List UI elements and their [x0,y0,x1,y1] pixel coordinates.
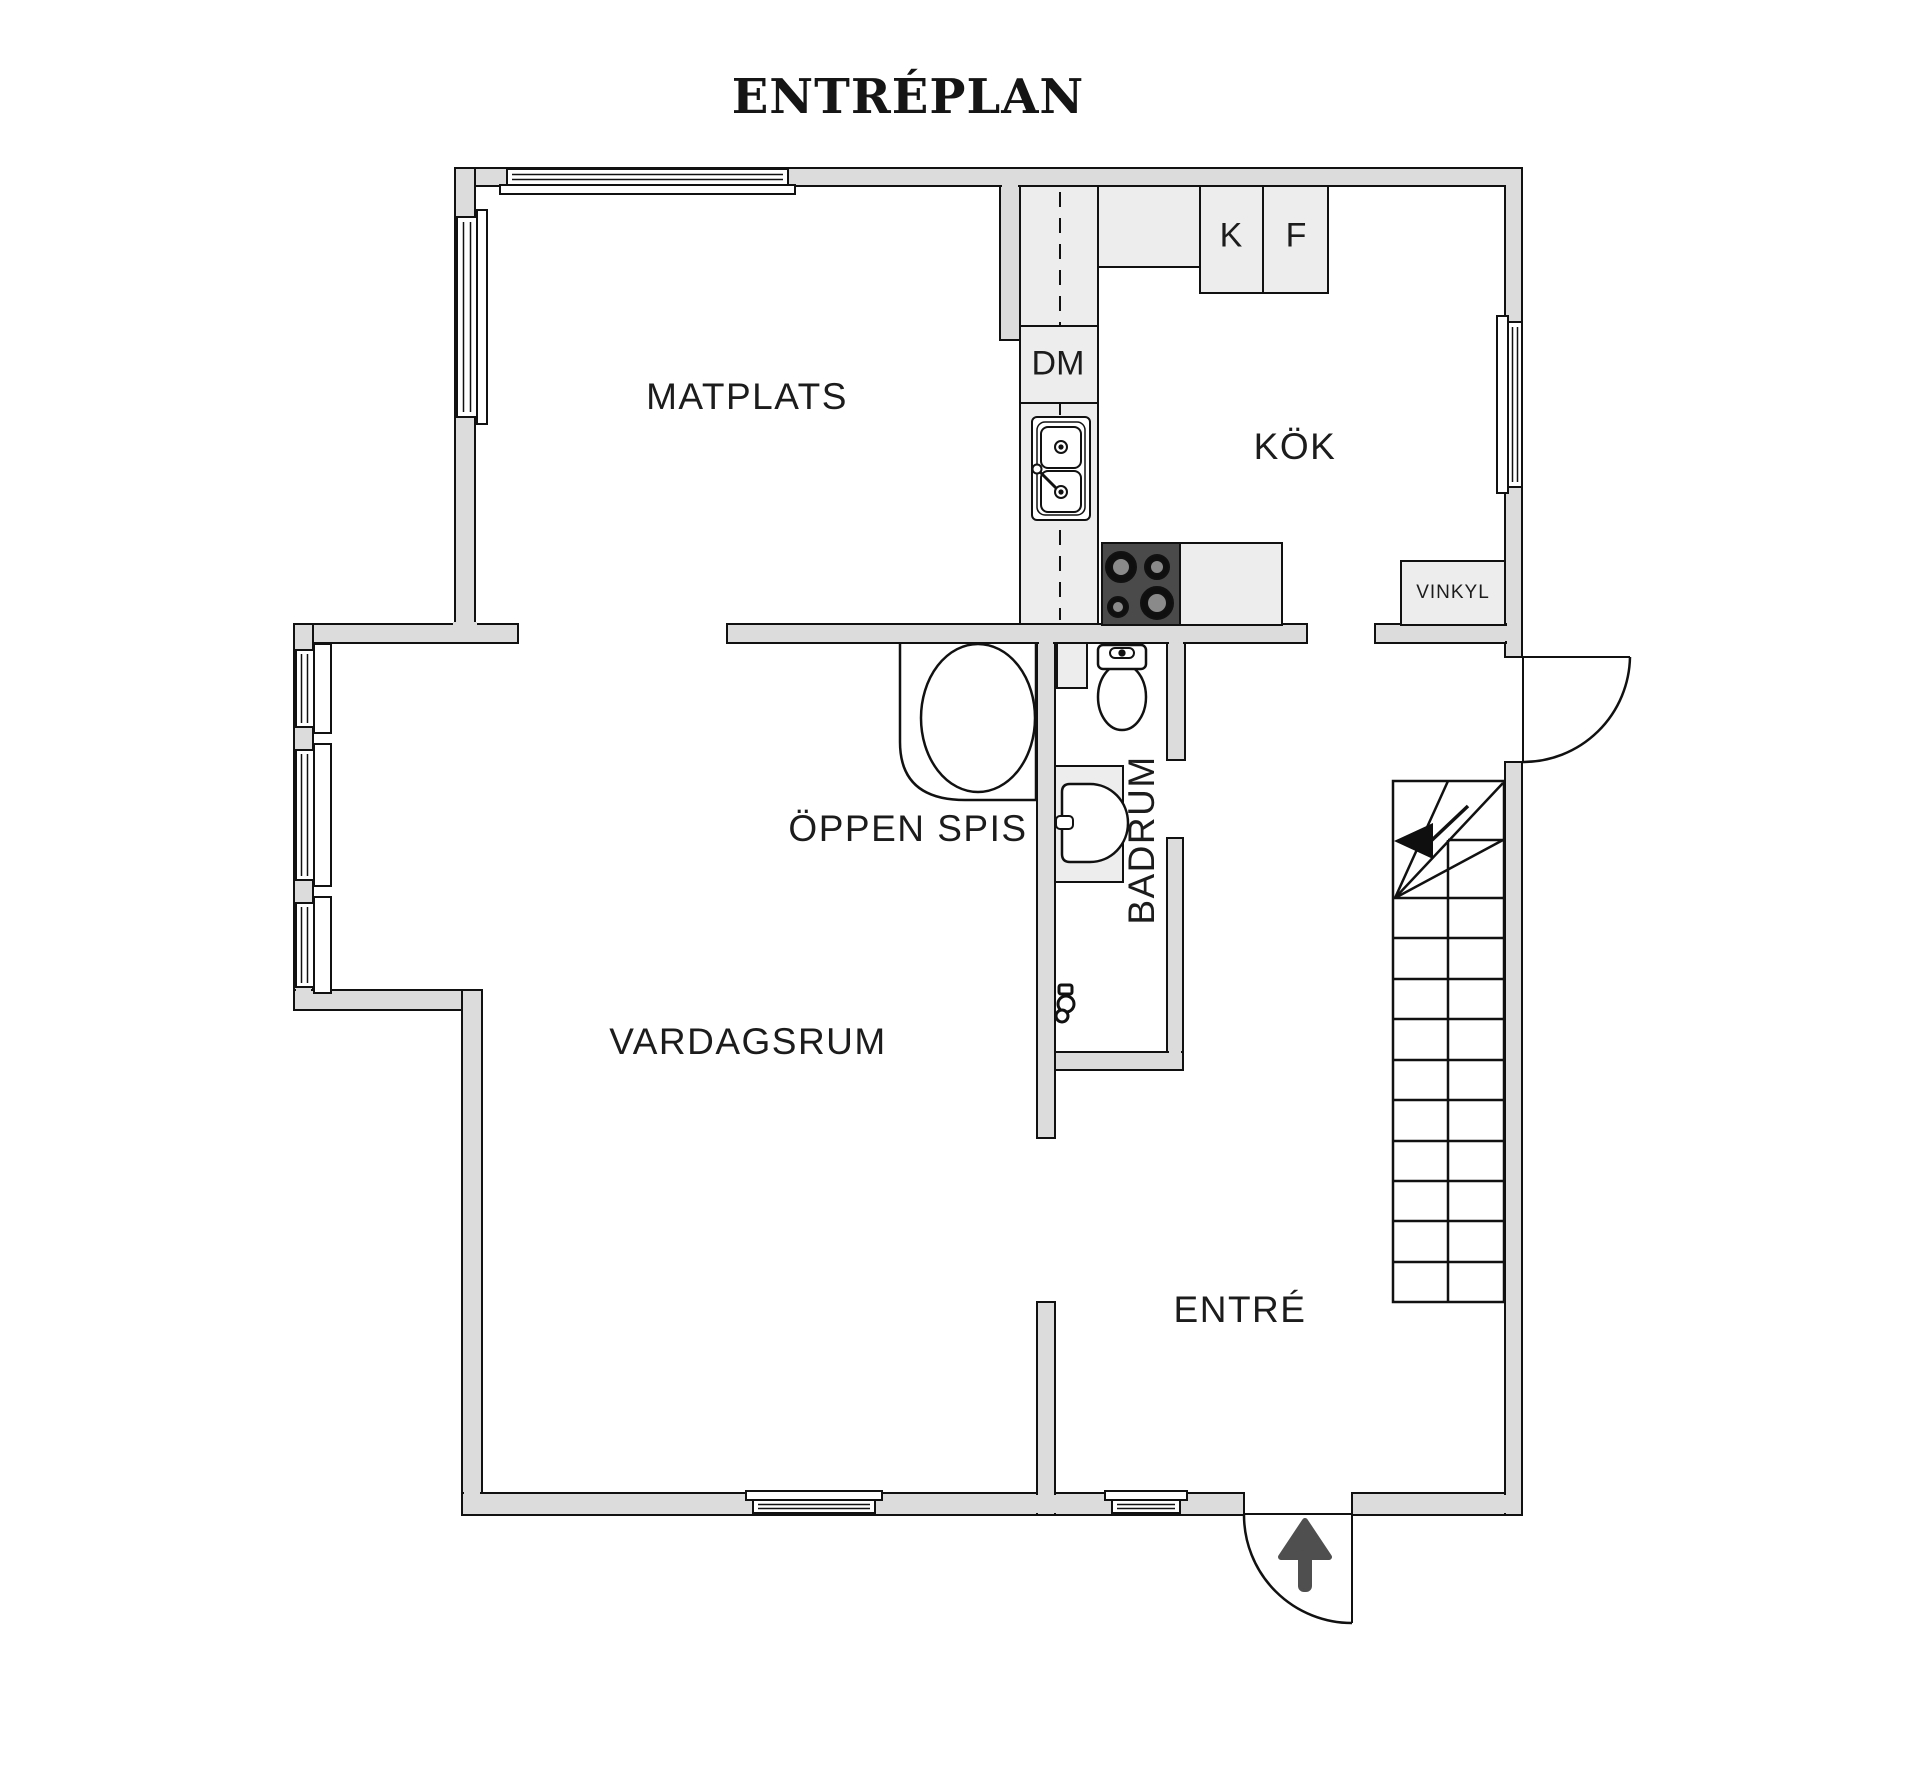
stairs [1391,779,1506,1304]
wall-left-lower [461,989,483,1516]
appliance-label-freezer: F [1285,216,1307,255]
wall-bath-left [1036,642,1056,1139]
entrance-door [1242,1513,1353,1625]
stove [1101,542,1181,626]
appliance-label-wine-fridge: VINKYL [1416,582,1490,603]
wine-fridge-box [1400,560,1506,626]
counter-top-band [1097,185,1201,268]
window-bottom-large [745,1490,883,1514]
room-label-living: VARDAGSRUM [609,1021,887,1062]
washbasin [1054,765,1130,883]
wall-kitchen-stub [999,185,1021,341]
bathroom-fixtures [1054,642,1148,1024]
appliance-label-fridge: K [1219,216,1243,255]
windows [295,168,1523,1514]
window-left-upper [456,209,488,425]
dishwasher-box [1019,325,1099,404]
freezer-box [1262,185,1329,294]
room-label-entrance: ENTRÉ [1173,1289,1307,1330]
entrance-arrow-icon [1278,1518,1332,1592]
kitchen-sink [1031,416,1091,521]
doors [1242,656,1632,1625]
fireplace [898,642,1038,802]
wall-bottom-right [1351,1492,1523,1516]
page-title: ENTRÉPLAN [731,69,1085,125]
window-top [499,168,796,195]
window-bay-3 [295,896,332,994]
wall-entre-left [1036,1301,1056,1516]
stove-side-counter [1179,542,1283,626]
room-label-fireplace: ÖPPEN SPIS [788,808,1028,849]
wall-bath-bottom [1054,1051,1184,1071]
appliance-label-dishwasher: DM [1031,344,1085,383]
room-label-bathroom: BADRUM [1121,755,1162,925]
side-door [1522,656,1632,764]
room-label-dining: MATPLATS [646,376,848,417]
mixer-fixture-icon [1054,983,1076,1024]
window-bottom-small [1104,1490,1188,1514]
fridge-box [1199,185,1264,294]
wall-mid-horizontal [726,623,1308,644]
kitchen-fixtures [1019,185,1506,626]
wall-right-lower [1504,761,1523,1516]
toilet [1096,643,1148,732]
wall-vinkyl [1374,623,1507,644]
room-label-kitchen: KÖK [1253,426,1337,467]
wall-bay-top [293,623,519,644]
stairs-direction-arrow [1394,804,1470,859]
wall-bath-right-upper [1166,642,1186,761]
bath-shelf [1056,642,1088,689]
window-bay-2 [295,743,332,887]
window-right [1496,315,1523,494]
window-bay-1 [295,643,332,734]
wall-joint-patches [296,183,1521,1513]
wall-bath-right-lower [1166,837,1184,1071]
